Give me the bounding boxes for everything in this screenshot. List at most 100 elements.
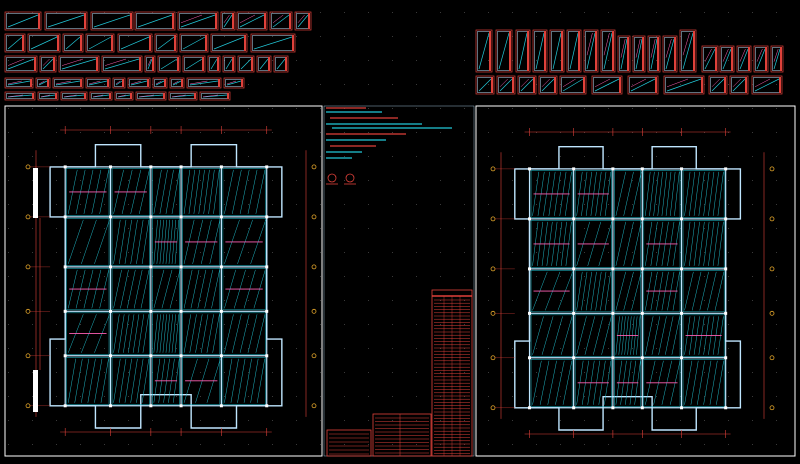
title-block-small [326, 429, 372, 457]
grid-dot [632, 348, 633, 349]
grid-dot [704, 228, 705, 229]
grid-dot [392, 444, 393, 445]
slab-panel [614, 220, 642, 268]
detail-rebar [223, 14, 233, 28]
slab-rebar [171, 169, 180, 214]
grid-dot [320, 60, 321, 61]
grid-dot [536, 396, 537, 397]
detail-rebar [704, 48, 716, 70]
slab-rebar [631, 221, 642, 266]
slab-panel [222, 312, 266, 355]
slab-rebar [247, 314, 258, 353]
column [63, 309, 67, 313]
detail-rebar [138, 94, 164, 98]
grid-dot [368, 180, 369, 181]
grid-dot [776, 228, 777, 229]
grid-dot [752, 36, 753, 37]
detail-tag [80, 35, 82, 51]
grid-dot [272, 300, 273, 301]
grid-dot [656, 300, 657, 301]
detail-tag [172, 13, 174, 29]
detail-frame [736, 45, 752, 73]
slab-rebar [81, 219, 97, 264]
grid-dot [512, 204, 513, 205]
grid-dot [8, 84, 9, 85]
slab-panel [111, 218, 150, 266]
grid-dot [680, 132, 681, 133]
detail-rebar-secondary [92, 94, 104, 98]
grid-dot [368, 36, 369, 37]
grid-dot [680, 84, 681, 85]
grid-dot [680, 396, 681, 397]
slab-panel [222, 168, 266, 216]
grid-dot [104, 84, 105, 85]
grid-dot [224, 324, 225, 325]
grid-dot [272, 276, 273, 277]
detail-frame [27, 33, 61, 53]
slab-rebar [130, 358, 138, 403]
grid-dot [200, 132, 201, 133]
detail-frame [177, 11, 219, 31]
detail-tag [745, 77, 747, 93]
grid-dot [464, 324, 465, 325]
grid-dot [344, 324, 345, 325]
grid-dot [560, 180, 561, 181]
slab-panel [222, 218, 266, 266]
slab-rebar [709, 360, 718, 405]
grid-dot [272, 324, 273, 325]
slab-rebar [698, 171, 705, 216]
grid-dot [632, 444, 633, 445]
slab-rebar [124, 219, 132, 264]
right-sheet [475, 105, 796, 457]
detail-rebar-secondary [115, 80, 121, 85]
grid-dot [584, 276, 585, 277]
detail-tag [215, 13, 217, 29]
grid-dot [752, 252, 753, 253]
grid-dot [536, 372, 537, 373]
detail-rebar-secondary [682, 32, 690, 56]
grid-dot [776, 132, 777, 133]
slab-panel [574, 270, 612, 313]
slab-rebar [255, 169, 266, 214]
grid-dot [128, 180, 129, 181]
slab-rebar [67, 358, 76, 403]
detail-rebar [115, 80, 123, 86]
grid-dot [296, 324, 297, 325]
column [724, 217, 728, 221]
grid-dot [584, 348, 585, 349]
grid-dot [320, 420, 321, 421]
grid-dot [320, 204, 321, 205]
grid-dot [248, 180, 249, 181]
detail-frame [39, 55, 57, 73]
grid-dot [560, 372, 561, 373]
grid-dot [176, 276, 177, 277]
slab-rebar [716, 360, 724, 405]
grid-dot [32, 252, 33, 253]
grid-dot [680, 36, 681, 37]
detail-frame [101, 55, 143, 73]
grid-dot [392, 36, 393, 37]
column [724, 406, 728, 410]
detail-rebar [226, 80, 242, 86]
grid-dot [248, 228, 249, 229]
grid-dot [512, 228, 513, 229]
grid-dot [320, 228, 321, 229]
detail-rebar [155, 80, 165, 86]
slab-panel [66, 312, 110, 355]
slab-rebar [601, 316, 612, 355]
grid-dot [320, 180, 321, 181]
grid-dot [512, 372, 513, 373]
grid-dot [152, 156, 153, 157]
slab-rebar [195, 314, 203, 353]
detail-frame [729, 75, 749, 95]
grid-dot [512, 348, 513, 349]
grid-dot [776, 276, 777, 277]
detail-rebar [756, 48, 766, 70]
detail-tag [163, 93, 165, 99]
grid-dot [656, 444, 657, 445]
grid-dot [752, 84, 753, 85]
slab-rebar [684, 221, 691, 266]
grid-dot [440, 372, 441, 373]
detail-frame [591, 75, 623, 95]
slab-rebar [717, 221, 724, 266]
